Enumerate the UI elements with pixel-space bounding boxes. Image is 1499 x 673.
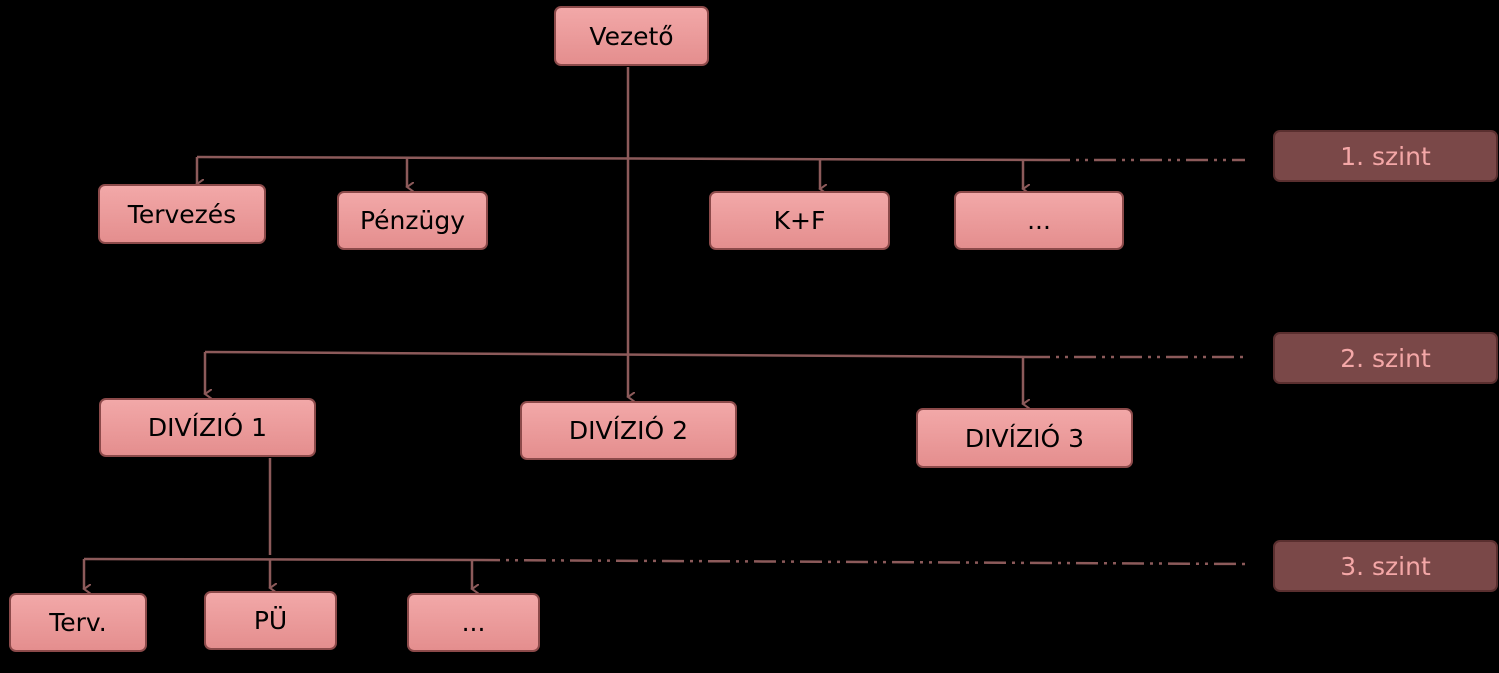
node-divizio-3: DIVÍZIÓ 3 [916, 408, 1133, 468]
node-l3-more: ... [407, 593, 540, 652]
level-label-3: 3. szint [1273, 540, 1498, 592]
node-terv: Terv. [9, 593, 147, 652]
edge-l1-bus [196, 155, 1049, 162]
level-label-1: 1. szint [1273, 130, 1498, 182]
node-l1-more: ... [954, 191, 1124, 250]
node-vezeto: Vezető [554, 6, 709, 66]
node-tervezes: Tervezés [98, 184, 266, 244]
level-label-2: 2. szint [1273, 332, 1498, 384]
node-pu: PÜ [204, 591, 337, 650]
node-divizio-2: DIVÍZIÓ 2 [520, 401, 737, 460]
node-divizio-1: DIVÍZIÓ 1 [99, 398, 316, 457]
edge-l2-bus [204, 350, 1029, 359]
node-penzugy: Pénzügy [337, 191, 488, 250]
node-kf: K+F [709, 191, 890, 250]
level-guide-3 [477, 558, 1251, 566]
edge-l3-bus [83, 557, 479, 562]
